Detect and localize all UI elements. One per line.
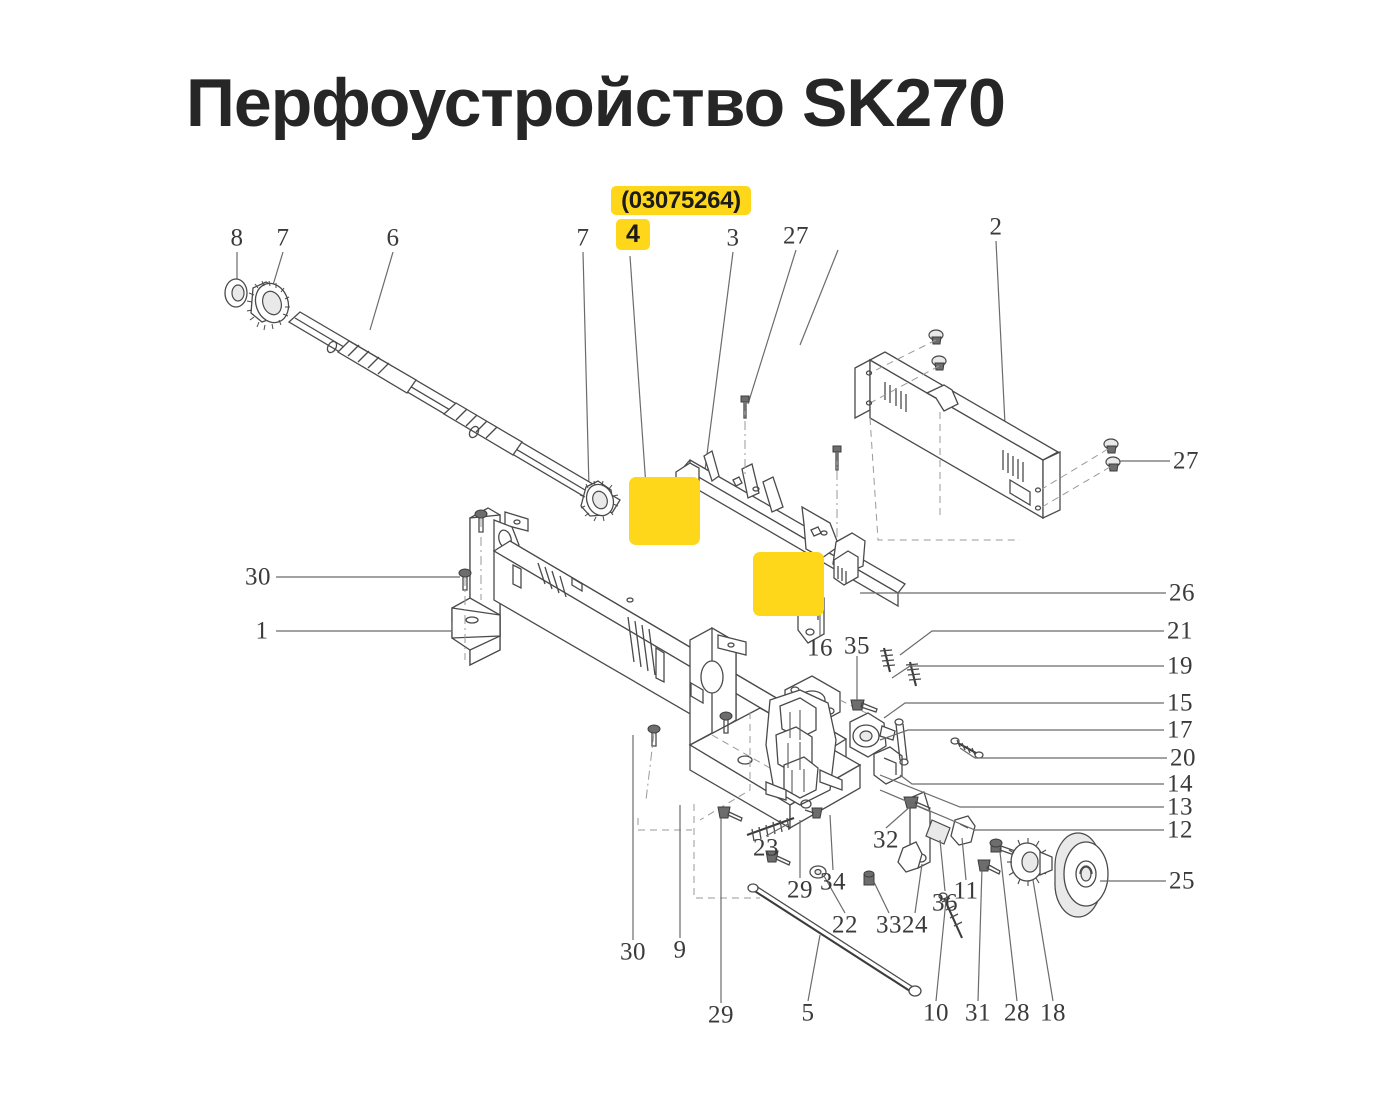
callout-label-interior-32-2: 32 bbox=[873, 826, 899, 854]
callout-label-bottom-29-2: 29 bbox=[708, 1001, 734, 1029]
callout-label-interior-34-5: 34 bbox=[820, 868, 846, 896]
screw-30-group bbox=[458, 509, 733, 801]
callout-label-left-30-0: 30 bbox=[245, 563, 271, 591]
callout-label-top-8-0: 8 bbox=[230, 224, 244, 252]
callout-label-right-27-0: 27 bbox=[1173, 447, 1199, 475]
callout-label-top-6-2: 6 bbox=[386, 224, 400, 252]
callout-label-top-7-1: 7 bbox=[276, 224, 290, 252]
callout-label-bottom-18-7: 18 bbox=[1040, 999, 1066, 1027]
highlight-box-part4-upper bbox=[629, 477, 700, 545]
callout-label-right-20-6: 20 bbox=[1170, 744, 1196, 772]
callout-label-interior-33-7: 33 bbox=[876, 911, 902, 939]
leader-lines-left bbox=[276, 576, 460, 632]
gear-part18 bbox=[1007, 838, 1053, 886]
callout-label-right-21-2: 21 bbox=[1167, 617, 1193, 645]
callout-label-bottom-28-6: 28 bbox=[1004, 999, 1030, 1027]
callout-label-right-13-8: 13 bbox=[1167, 793, 1193, 821]
callout-label-top-27-5: 27 bbox=[783, 222, 809, 250]
callout-label-bottom-9-1: 9 bbox=[673, 936, 687, 964]
screw-27-group bbox=[871, 329, 1121, 508]
highlighted-callout-4: 4 bbox=[616, 219, 650, 250]
callout-label-right-14-7: 14 bbox=[1167, 770, 1193, 798]
central-mechanism-cluster bbox=[637, 647, 1109, 997]
callout-label-top-3-4: 3 bbox=[726, 224, 740, 252]
callout-label-interior-35-1: 35 bbox=[844, 632, 870, 660]
callout-label-top-2-6: 2 bbox=[989, 213, 1003, 241]
callout-label-left-1-1: 1 bbox=[255, 617, 269, 645]
leader-lines-right bbox=[860, 460, 1170, 882]
callout-label-interior-16-0: 16 bbox=[807, 634, 833, 662]
callout-label-right-19-3: 19 bbox=[1167, 652, 1193, 680]
callout-label-bottom-5-3: 5 bbox=[801, 999, 815, 1027]
page-title: Перфоустройство SK270 bbox=[186, 65, 1006, 141]
callout-label-interior-23-3: 23 bbox=[753, 834, 779, 862]
leader-lines-top bbox=[236, 240, 1008, 489]
callout-label-interior-11-10: 11 bbox=[953, 877, 979, 905]
callout-label-right-17-5: 17 bbox=[1167, 716, 1193, 744]
callout-label-interior-24-8: 24 bbox=[902, 911, 928, 939]
callout-label-bottom-31-5: 31 bbox=[965, 999, 991, 1027]
shaft-assembly bbox=[224, 278, 621, 522]
callout-label-right-26-1: 26 bbox=[1169, 579, 1195, 607]
callout-label-top-7-3: 7 bbox=[576, 224, 590, 252]
callout-label-interior-29-4: 29 bbox=[787, 876, 813, 904]
callout-label-bottom-10-4: 10 bbox=[923, 999, 949, 1027]
leader-lines-bottom bbox=[632, 598, 1054, 1003]
highlight-box-part4-lower bbox=[753, 552, 824, 616]
callout-label-interior-36-9: 36 bbox=[932, 889, 958, 917]
side-plate-part2 bbox=[854, 329, 1121, 541]
callout-label-right-15-4: 15 bbox=[1167, 689, 1193, 717]
callout-label-right-25-10: 25 bbox=[1169, 867, 1195, 895]
upper-rail-part3 bbox=[675, 395, 906, 608]
highlighted-part-number: (03075264) bbox=[611, 186, 751, 215]
callout-label-bottom-30-0: 30 bbox=[620, 938, 646, 966]
callout-label-right-12-9: 12 bbox=[1167, 816, 1193, 844]
pulley-part25 bbox=[1054, 832, 1109, 918]
callout-label-interior-22-6: 22 bbox=[832, 911, 858, 939]
